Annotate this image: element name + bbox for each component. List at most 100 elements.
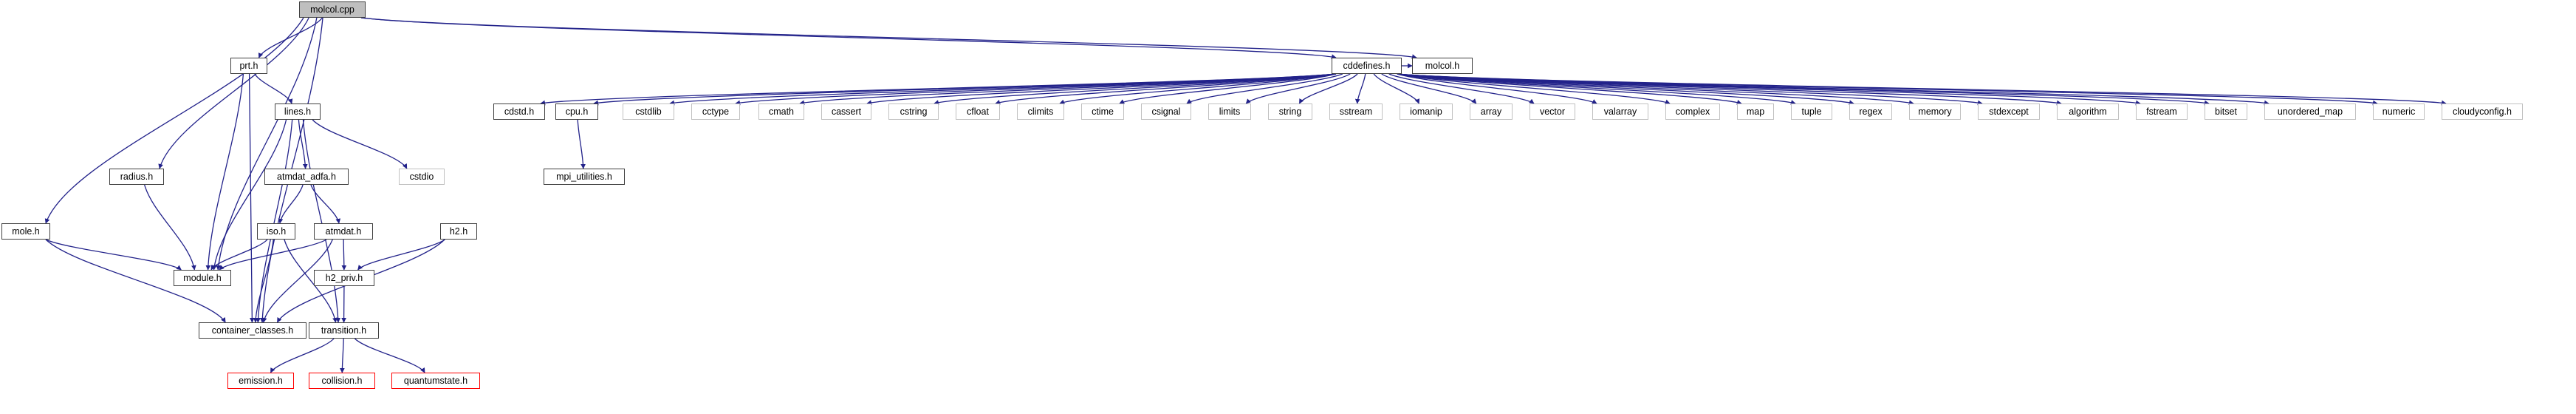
edge-cddefines-h-to-numeric [1397, 73, 2378, 106]
edge-prt-h-to-lines-h [254, 73, 293, 104]
node-collision-h[interactable]: collision.h [309, 373, 375, 389]
node-stdexcept[interactable]: stdexcept [1978, 104, 2040, 120]
edge-cddefines-h-to-valarray [1397, 73, 1597, 104]
node-label: csignal [1151, 106, 1181, 117]
node-cloudyconfig-h[interactable]: cloudyconfig.h [2442, 104, 2523, 120]
node-label: numeric [2382, 106, 2416, 117]
edge-molcol-cpp-to-radius-h [158, 17, 309, 169]
node-atmdat-adfa-h[interactable]: atmdat_adfa.h [264, 169, 349, 185]
edge-cddefines-h-to-cmath [799, 73, 1337, 106]
node-prt-h[interactable]: prt.h [230, 58, 267, 74]
node-lines-h[interactable]: lines.h [275, 104, 321, 120]
edge-cddefines-h-to-cpu-h [593, 73, 1337, 106]
node-transition-h[interactable]: transition.h [309, 322, 379, 339]
node-label: vector [1539, 106, 1566, 117]
node-climits[interactable]: climits [1017, 104, 1064, 120]
node-label: cctype [702, 106, 730, 117]
node-label: map [1746, 106, 1765, 117]
node-label: emission.h [239, 375, 283, 386]
edge-cddefines-h-to-climits [1059, 73, 1337, 105]
node-emission-h[interactable]: emission.h [227, 373, 294, 389]
node-label: tuple [1801, 106, 1822, 117]
edge-atmdat-h-to-module-h [219, 239, 327, 271]
node-vector[interactable]: vector [1530, 104, 1575, 120]
edge-cddefines-h-to-cctype [735, 73, 1337, 106]
node-label: cstdlib [635, 106, 662, 117]
node-csignal[interactable]: csignal [1141, 104, 1191, 120]
edge-cddefines-h-to-string [1298, 73, 1358, 104]
node-label: cfloat [967, 106, 989, 117]
node-complex[interactable]: complex [1665, 104, 1720, 120]
node-molcol-h[interactable]: molcol.h [1412, 58, 1473, 74]
node-label: radius.h [120, 171, 154, 182]
node-array[interactable]: array [1470, 104, 1513, 120]
node-label: memory [1918, 106, 1952, 117]
node-radius-h[interactable]: radius.h [109, 169, 164, 185]
edge-cddefines-h-to-cfloat [995, 73, 1337, 105]
node-cdstd-h[interactable]: cdstd.h [493, 104, 545, 120]
node-iomanip[interactable]: iomanip [1400, 104, 1453, 120]
node-cstring[interactable]: cstring [888, 104, 939, 120]
edge-radius-h-to-module-h [144, 184, 196, 271]
node-map[interactable]: map [1737, 104, 1774, 120]
node-module-h[interactable]: module.h [174, 270, 231, 286]
edge-transition-h-to-emission-h [270, 338, 335, 373]
node-mole-h[interactable]: mole.h [1, 223, 50, 240]
node-label: cmath [768, 106, 795, 117]
node-bitset[interactable]: bitset [2205, 104, 2247, 120]
edge-lines-h-to-module-h [211, 119, 287, 271]
node-label: iso.h [266, 225, 287, 237]
node-cddefines-h[interactable]: cddefines.h [1332, 58, 1402, 74]
edge-cddefines-h-to-csignal [1186, 73, 1343, 104]
node-mpi-utilities-h[interactable]: mpi_utilities.h [544, 169, 625, 185]
node-limits[interactable]: limits [1208, 104, 1251, 120]
node-cctype[interactable]: cctype [691, 104, 740, 120]
node-valarray[interactable]: valarray [1592, 104, 1648, 120]
node-ctime[interactable]: ctime [1081, 104, 1124, 120]
node-sstream[interactable]: sstream [1329, 104, 1383, 120]
node-cassert[interactable]: cassert [821, 104, 871, 120]
node-h2-priv-h[interactable]: h2_priv.h [314, 270, 374, 286]
node-label: complex [1675, 106, 1710, 117]
node-cpu-h[interactable]: cpu.h [555, 104, 598, 120]
node-cfloat[interactable]: cfloat [956, 104, 1000, 120]
node-tuple[interactable]: tuple [1791, 104, 1832, 120]
node-container-classes-h[interactable]: container_classes.h [199, 322, 306, 339]
node-molcol-cpp[interactable]: molcol.cpp [299, 1, 366, 18]
node-regex[interactable]: regex [1849, 104, 1892, 120]
node-label: transition.h [321, 325, 367, 336]
edge-atmdat-adfa-h-to-atmdat-h [310, 184, 341, 224]
node-label: stdexcept [1989, 106, 2029, 117]
edge-lines-h-to-container-classes-h [256, 119, 293, 323]
node-memory[interactable]: memory [1909, 104, 1961, 120]
node-atmdat-h[interactable]: atmdat.h [314, 223, 373, 240]
edge-prt-h-to-module-h [205, 73, 244, 271]
edge-atmdat-h-to-h2-priv-h [341, 239, 347, 271]
node-label: cddefines.h [1343, 60, 1391, 71]
node-cstdio[interactable]: cstdio [399, 169, 445, 185]
edge-molcol-cpp-to-prt-h [258, 17, 323, 58]
node-quantumstate-h[interactable]: quantumstate.h [391, 373, 480, 389]
node-unordered-map[interactable]: unordered_map [2264, 104, 2356, 120]
edge-cddefines-h-to-stdexcept [1397, 73, 1983, 106]
node-label: mpi_utilities.h [556, 171, 612, 182]
node-iso-h[interactable]: iso.h [257, 223, 295, 240]
node-label: container_classes.h [211, 325, 294, 336]
node-h2-h[interactable]: h2.h [440, 223, 477, 240]
edge-lines-h-to-atmdat-adfa-h [298, 119, 308, 169]
node-cmath[interactable]: cmath [758, 104, 804, 120]
node-fstream[interactable]: fstream [2136, 104, 2188, 120]
node-label: unordered_map [2277, 106, 2343, 117]
node-label: cpu.h [565, 106, 589, 117]
node-label: cstdio [409, 171, 434, 182]
edge-lines-h-to-transition-h [302, 119, 341, 323]
node-cstdlib[interactable]: cstdlib [623, 104, 674, 120]
node-string[interactable]: string [1268, 104, 1312, 120]
edge-cddefines-h-to-regex [1397, 73, 1854, 105]
edge-molcol-cpp-to-cddefines-h [360, 17, 1337, 60]
edge-mole-h-to-module-h [45, 239, 182, 271]
node-numeric[interactable]: numeric [2373, 104, 2425, 120]
node-algorithm[interactable]: algorithm [2057, 104, 2119, 120]
node-label: fstream [2146, 106, 2177, 117]
edge-transition-h-to-collision-h [339, 338, 345, 373]
